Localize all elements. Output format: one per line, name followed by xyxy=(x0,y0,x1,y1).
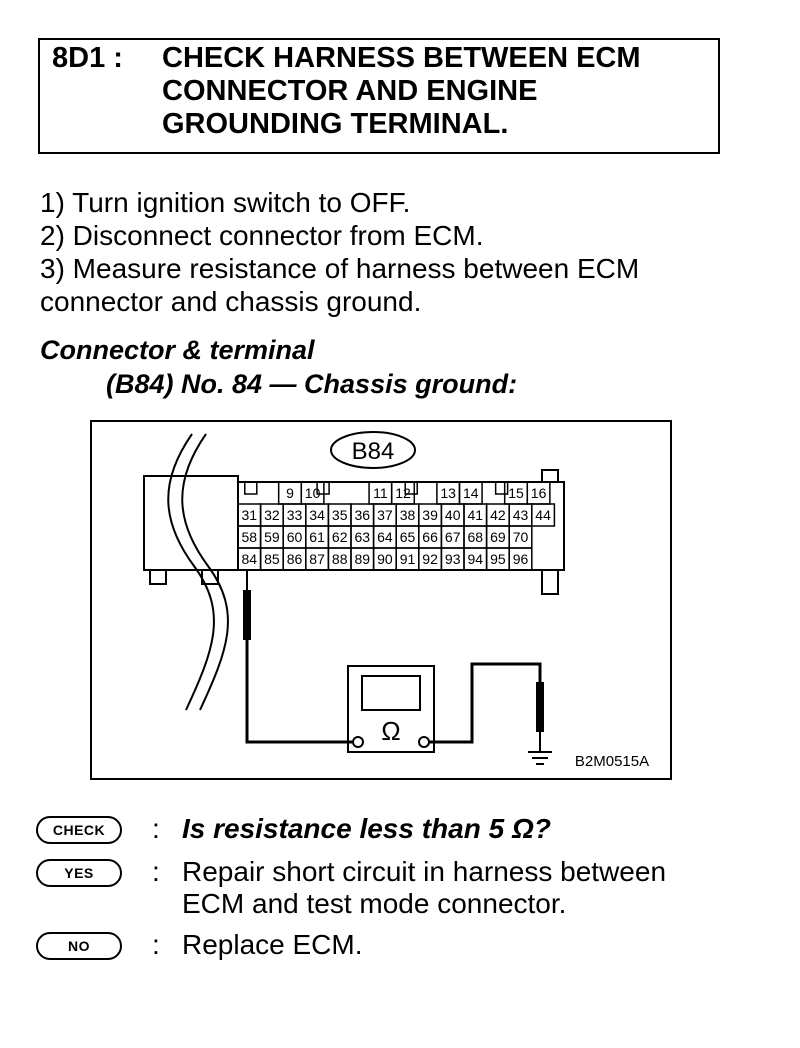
terminal-59: 59 xyxy=(264,529,280,545)
terminal-15: 15 xyxy=(508,485,524,501)
step-1: 1) Turn ignition switch to OFF. xyxy=(40,187,411,218)
connector-spec: (B84) No. 84 — Chassis ground: xyxy=(106,369,518,399)
terminal-85: 85 xyxy=(264,551,280,567)
terminal-43: 43 xyxy=(513,507,529,523)
terminal-9: 9 xyxy=(286,485,294,501)
title-line-3: GROUNDING TERMINAL. xyxy=(162,108,509,140)
check-colon: : xyxy=(152,813,160,844)
terminal-41: 41 xyxy=(468,507,484,523)
connector-notch-2 xyxy=(316,482,330,495)
terminal-44: 44 xyxy=(535,507,551,523)
terminal-12: 12 xyxy=(395,485,411,501)
terminal-38: 38 xyxy=(400,507,416,523)
connector-notch-3 xyxy=(404,482,418,495)
terminal-84: 84 xyxy=(242,551,258,567)
connector-heading: Connector & terminal xyxy=(40,335,315,365)
terminal-32: 32 xyxy=(264,507,280,523)
terminal-10: 10 xyxy=(305,485,321,501)
terminal-37: 37 xyxy=(377,507,393,523)
connector-latch-bottom xyxy=(541,569,559,595)
ohmmeter xyxy=(347,665,435,753)
lead-right xyxy=(429,662,542,744)
terminal-58: 58 xyxy=(242,529,258,545)
break-line-1 xyxy=(167,433,215,711)
connector-latch xyxy=(541,469,559,483)
terminal-39: 39 xyxy=(422,507,438,523)
connector-left-housing xyxy=(143,475,239,571)
header-box: 8D1 : CHECK HARNESS BETWEEN ECM CONNECTO… xyxy=(38,38,720,154)
terminal-44-cell xyxy=(531,503,556,527)
wiring-figure: B84 9 10 11 12 13 14 15 16 31 32 33 34 35 36 37 38 39 40 4… xyxy=(90,420,672,780)
no-colon: : xyxy=(152,929,160,960)
step-code: 8D1 : xyxy=(52,42,123,74)
figure-frame xyxy=(90,420,672,780)
yes-colon: : xyxy=(152,856,160,887)
terminal-11: 11 xyxy=(373,485,388,501)
terminal-63: 63 xyxy=(355,529,371,545)
terminal-16: 16 xyxy=(531,485,547,501)
terminal-14: 14 xyxy=(463,485,479,501)
terminal-70: 70 xyxy=(513,529,529,545)
terminal-65: 65 xyxy=(400,529,416,545)
connector-notch-1 xyxy=(244,482,258,495)
title-line-1: CHECK HARNESS BETWEEN ECM xyxy=(162,42,641,74)
terminal-31: 31 xyxy=(242,507,258,523)
connector-notch-4 xyxy=(494,482,509,495)
terminal-36: 36 xyxy=(355,507,371,523)
terminal-grid: 9 10 11 12 13 14 15 16 31 32 33 34 35 36 37 38 39 40 41 42 4… xyxy=(237,481,556,571)
terminal-69: 69 xyxy=(490,529,506,545)
terminal-93: 93 xyxy=(445,551,461,567)
connector-label-oval xyxy=(330,431,416,469)
step-3: 3) Measure resistance of harness between… xyxy=(40,253,640,284)
meter-terminal-right xyxy=(418,736,430,748)
no-text: Replace ECM. xyxy=(182,929,363,960)
check-badge: CHECK xyxy=(36,816,122,844)
terminal-88: 88 xyxy=(332,551,348,567)
no-badge: NO xyxy=(36,932,122,960)
terminal-87: 87 xyxy=(309,551,325,567)
terminal-90: 90 xyxy=(377,551,393,567)
terminal-94: 94 xyxy=(468,551,484,567)
connector-diagram: B84 9 10 11 12 13 14 15 16 31 32 33 34 35 36 37 38 39 40 4… xyxy=(90,420,672,780)
terminal-67: 67 xyxy=(445,529,461,545)
figure-code: B2M0515A xyxy=(575,753,649,770)
terminal-40: 40 xyxy=(445,507,461,523)
step-2: 2) Disconnect connector from ECM. xyxy=(40,220,484,251)
terminal-62: 62 xyxy=(332,529,348,545)
ohm-symbol: Ω xyxy=(381,716,400,746)
terminal-66: 66 xyxy=(422,529,438,545)
terminal-35: 35 xyxy=(332,507,348,523)
terminal-13: 13 xyxy=(440,485,456,501)
lead-left xyxy=(245,640,352,744)
terminal-42: 42 xyxy=(490,507,506,523)
probe-right xyxy=(536,682,544,732)
terminal-34: 34 xyxy=(309,507,325,523)
terminal-68: 68 xyxy=(468,529,484,545)
terminal-33: 33 xyxy=(287,507,303,523)
probe-left xyxy=(243,590,251,640)
title-line-2: CONNECTOR AND ENGINE xyxy=(162,75,538,107)
connector-foot xyxy=(149,569,167,585)
step-3-continued: connector and chassis ground. xyxy=(40,286,422,317)
terminal-92: 92 xyxy=(422,551,438,567)
procedure-steps: 1) Turn ignition switch to OFF. 2) Disco… xyxy=(40,186,730,318)
terminal-89: 89 xyxy=(355,551,371,567)
connector-label: B84 xyxy=(352,438,395,465)
yes-text-line-1: Repair short circuit in harness between xyxy=(182,856,667,887)
break-line-2 xyxy=(181,433,229,711)
step-title: CHECK HARNESS BETWEEN ECM CONNECTOR AND … xyxy=(162,42,641,141)
terminal-95: 95 xyxy=(490,551,506,567)
terminal-60: 60 xyxy=(287,529,303,545)
terminal-86: 86 xyxy=(287,551,303,567)
terminal-64: 64 xyxy=(377,529,393,545)
terminal-61: 61 xyxy=(309,529,325,545)
yes-text-line-2: ECM and test mode connector. xyxy=(182,888,567,919)
terminal-91: 91 xyxy=(400,551,416,567)
check-question: Is resistance less than 5 Ω? xyxy=(182,813,551,844)
terminal-96-cell xyxy=(508,547,533,571)
meter-terminal-left xyxy=(352,736,364,748)
terminal-96: 96 xyxy=(513,551,529,567)
ohmmeter-display xyxy=(361,675,421,711)
yes-badge: YES xyxy=(36,859,122,887)
